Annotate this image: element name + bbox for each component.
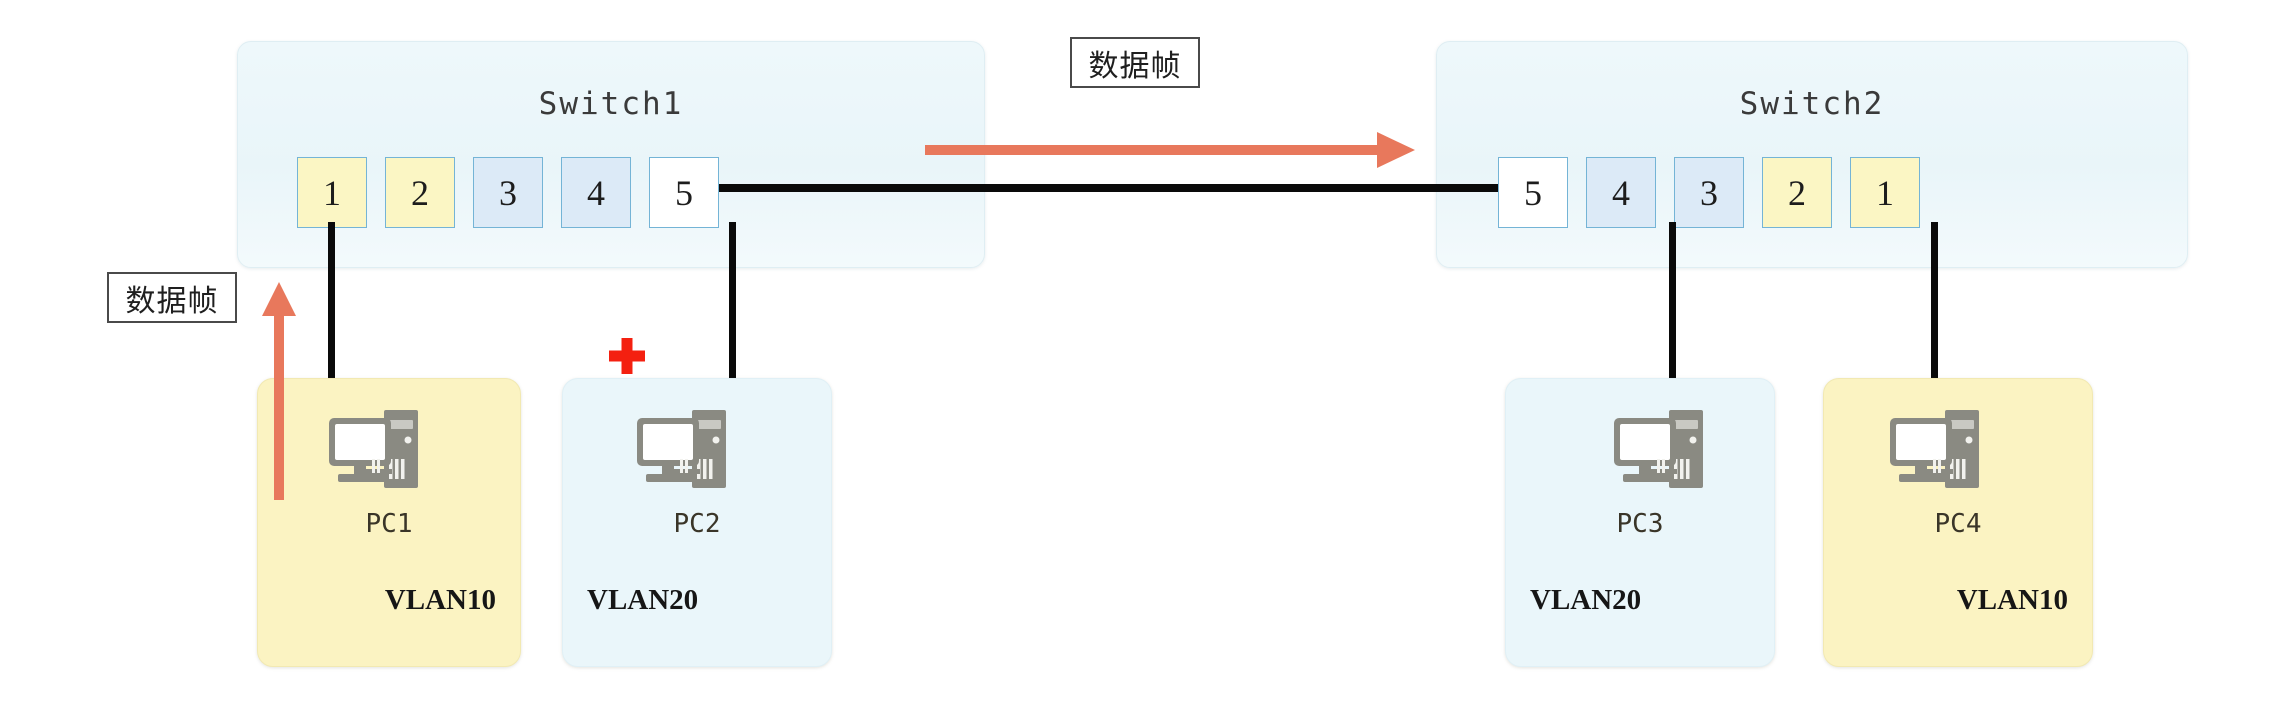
- switch2-title: Switch2: [1739, 86, 1885, 122]
- frame-flow-arrow-right: [925, 132, 1415, 168]
- host-label-pc3: PC3: [1616, 509, 1664, 539]
- frame-flow-arrow-up: [262, 282, 296, 500]
- cable-switch1-port4-to-pc2: [729, 222, 736, 448]
- vlan-badge-pc1: VLAN10: [384, 584, 496, 616]
- pc-icon: [328, 407, 446, 503]
- trunk-link-cable: [719, 184, 1498, 192]
- switch2-port-1[interactable]: 1: [1850, 157, 1920, 228]
- pc-icon: [1889, 407, 2007, 503]
- host-label-pc4: PC4: [1934, 509, 1982, 539]
- host-label-pc2: PC2: [673, 509, 721, 539]
- host-label-pc1: PC1: [365, 509, 413, 539]
- frame-label-left: 数据帧: [107, 272, 237, 323]
- vlan-badge-pc3: VLAN20: [1530, 584, 1642, 616]
- switch1-port-5[interactable]: 5: [649, 157, 719, 228]
- vlan-badge-pc2: VLAN20: [587, 584, 699, 616]
- switch1-port-4[interactable]: 4: [561, 157, 631, 228]
- cable-switch2-port4-to-pc3: [1669, 222, 1676, 448]
- host-group-pc1[interactable]: PC1 VLAN10: [257, 378, 521, 667]
- frame-label-top: 数据帧: [1070, 37, 1200, 88]
- switch1-port-1[interactable]: 1: [297, 157, 367, 228]
- switch2-port-4[interactable]: 4: [1586, 157, 1656, 228]
- host-group-pc4[interactable]: PC4 VLAN10: [1823, 378, 2093, 667]
- host-group-pc2[interactable]: PC2 VLAN20: [562, 378, 832, 667]
- switch2-port-5[interactable]: 5: [1498, 157, 1568, 228]
- blocked-cross-icon: [608, 337, 646, 375]
- pc-icon: [636, 407, 754, 503]
- switch1-title: Switch1: [538, 86, 684, 122]
- switch2-chassis[interactable]: Switch2: [1436, 41, 2188, 268]
- host-group-pc3[interactable]: PC3 VLAN20: [1505, 378, 1775, 667]
- cable-switch2-port2-to-pc4: [1931, 222, 1938, 448]
- switch1-port-3[interactable]: 3: [473, 157, 543, 228]
- switch1-chassis[interactable]: Switch1: [237, 41, 985, 268]
- switch1-port-2[interactable]: 2: [385, 157, 455, 228]
- switch2-port-3[interactable]: 3: [1674, 157, 1744, 228]
- cable-switch1-port1-to-pc1: [328, 222, 335, 448]
- vlan-badge-pc4: VLAN10: [1956, 584, 2068, 616]
- switch2-port-2[interactable]: 2: [1762, 157, 1832, 228]
- pc-icon: [1613, 407, 1731, 503]
